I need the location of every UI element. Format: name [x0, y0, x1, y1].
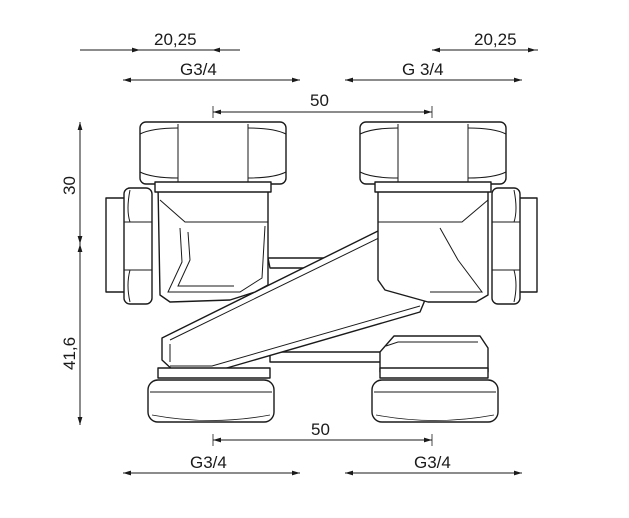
dimension-lines — [77, 47, 538, 476]
right-bottom-nut — [371, 379, 499, 423]
left-bottom-nut — [147, 379, 275, 423]
dim-top-right-width: 20,25 — [474, 30, 517, 49]
right-top-nut — [359, 121, 507, 185]
left-top-nut — [139, 121, 287, 185]
dim-height-upper: 30 — [60, 176, 79, 195]
dim-bottom-left-connection: G3/4 — [190, 453, 227, 472]
left-upper-body — [157, 185, 269, 303]
dim-top-left-connection: G3/4 — [180, 60, 217, 79]
valve-body — [105, 121, 538, 423]
right-upper-body — [377, 185, 489, 303]
dim-top-right-connection: G 3/4 — [402, 60, 444, 79]
dim-top-center-distance: 50 — [310, 91, 329, 110]
dim-bottom-center-distance: 50 — [311, 420, 330, 439]
dim-height-lower: 41,6 — [60, 337, 79, 370]
dim-top-left-width: 20,25 — [154, 30, 197, 49]
right-lower-body — [379, 335, 489, 373]
dim-bottom-right-connection: G3/4 — [414, 453, 451, 472]
